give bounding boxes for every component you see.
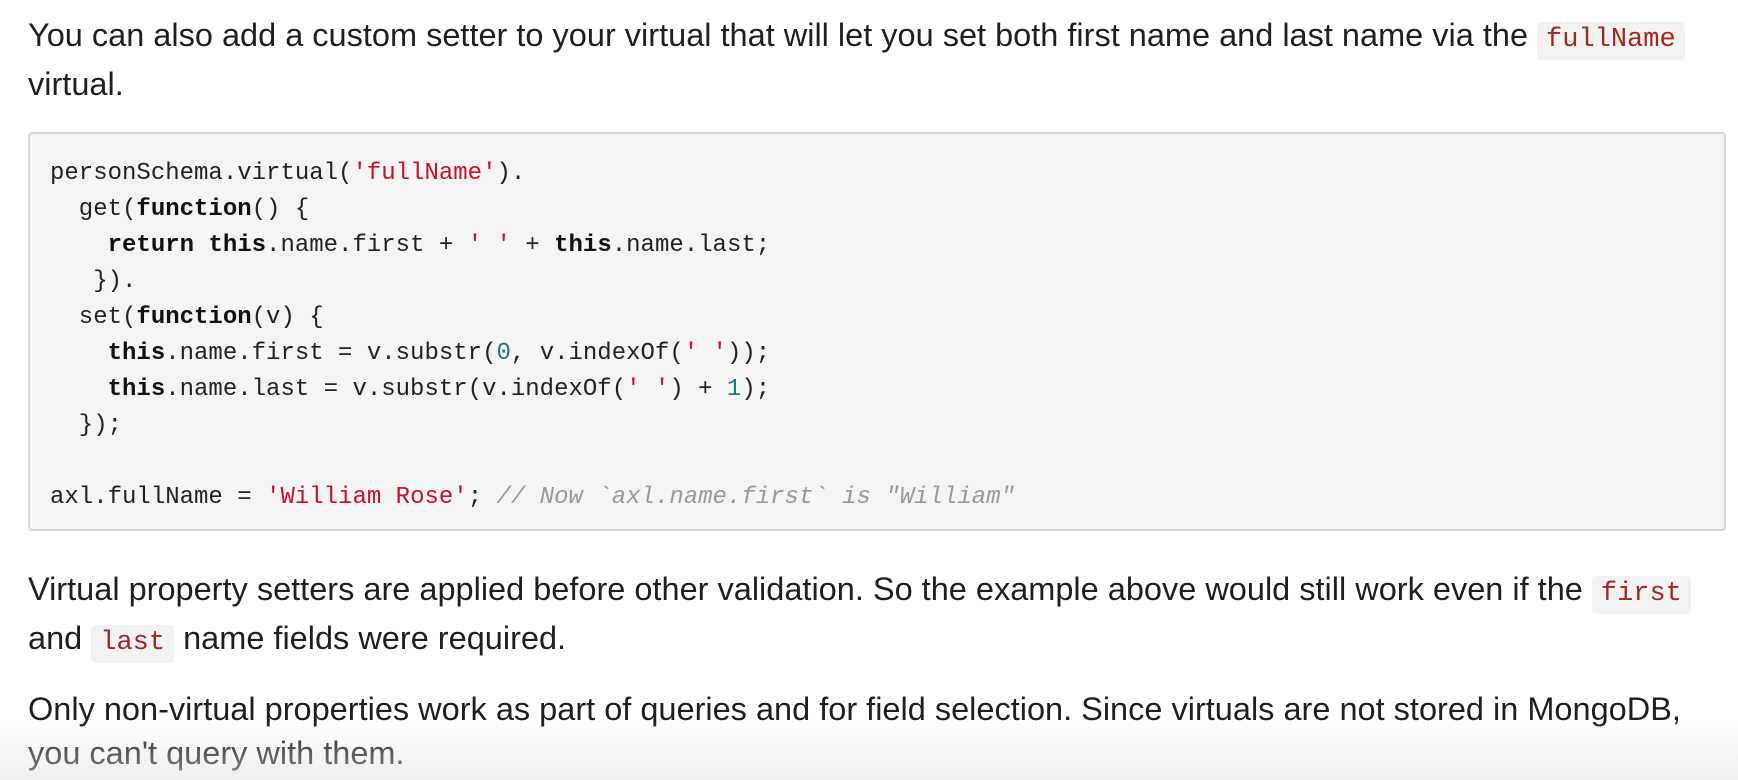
- para2-text-after: name fields were required.: [174, 620, 567, 656]
- inline-code-fullname: fullName: [1537, 22, 1685, 60]
- code-listing: personSchema.virtual('fullName'). get(fu…: [50, 160, 1015, 511]
- paragraph-setters-validation: Virtual property setters are applied bef…: [28, 567, 1718, 665]
- para1-text-before: You can also add a custom setter to your…: [28, 17, 1538, 53]
- para2-text-mid: and: [28, 620, 92, 656]
- para2-text-before: Virtual property setters are applied bef…: [28, 571, 1592, 607]
- paragraph-setter-intro: You can also add a custom setter to your…: [28, 13, 1718, 106]
- inline-code-last: last: [91, 625, 175, 663]
- paragraph-queries: Only non-virtual properties work as part…: [28, 691, 1681, 771]
- inline-code-first: first: [1591, 576, 1691, 614]
- code-block: personSchema.virtual('fullName'). get(fu…: [28, 132, 1726, 531]
- para1-text-after: virtual.: [28, 66, 124, 102]
